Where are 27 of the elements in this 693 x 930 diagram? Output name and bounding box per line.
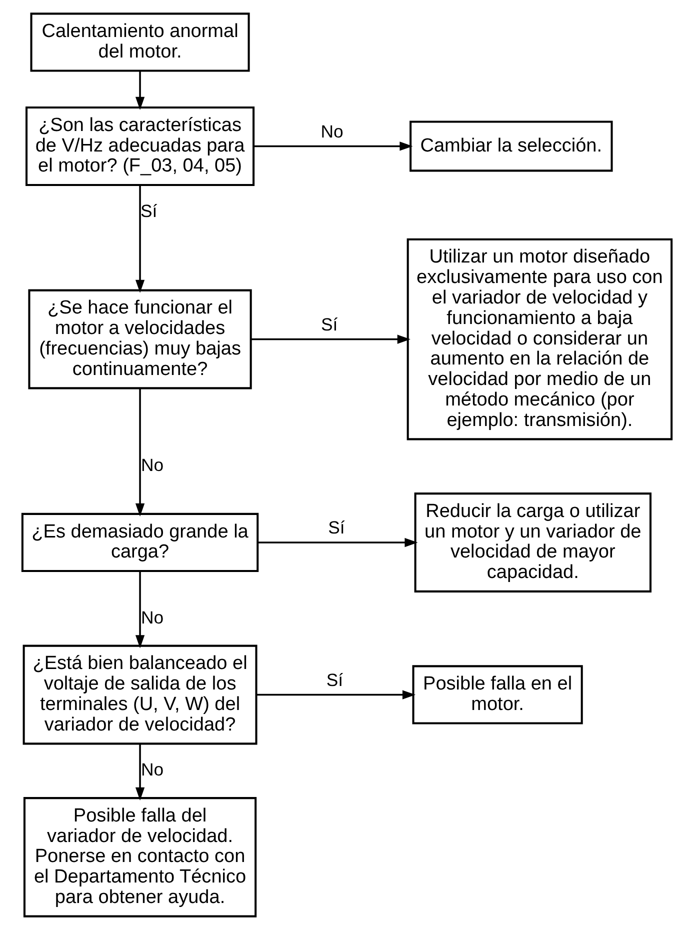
- arrow: [134, 388, 144, 516]
- node-box: Posible falla en el motor.: [412, 665, 582, 724]
- arrow: [134, 744, 144, 800]
- node-box: ¿Son las características de V/Hz adecuadas para el motor? (F_03, 04, 05): [25, 106, 254, 186]
- node-box: ¿Está bien balanceado el voltaje de salida de los terminales (U, V, W) del variador de velocidad?: [22, 644, 257, 745]
- edge-label: Sí: [326, 670, 343, 690]
- edge-label: No: [140, 454, 164, 475]
- arrow: [134, 185, 144, 293]
- node-box: ¿Es demasiado grande la carga?: [20, 512, 258, 572]
- node-box: Reducir la carga o utilizar un motor y un variador de velocidad de mayor capacidad.: [414, 492, 651, 592]
- edge-label: No: [320, 121, 343, 142]
- node-box: ¿Se hace funcionar el motor a velocidades (frecuencias) muy bajas continuamente?: [28, 289, 252, 390]
- node-box: Cambiar la selección.: [409, 120, 612, 172]
- edge-label: Sí: [140, 200, 157, 221]
- arrow: [257, 538, 418, 548]
- node-box: Calentamiento anormal del motor.: [30, 12, 250, 72]
- arrow: [134, 71, 144, 110]
- node-box: Posible falla del variador de velocidad. Ponerse en contacto con el Departamento Técnico para obtener ayuda.: [22, 797, 256, 918]
- arrow: [134, 571, 144, 648]
- arrow: [250, 334, 410, 344]
- arrow: [253, 142, 412, 151]
- node-box: Utilizar un motor diseñado exclusivamente para uso con el variador de velocidad y funcionamiento a baja velocidad o considerar un aumento en la relación de velocidad por medio de un método mecánico (por ejemplo: transmisión).: [406, 238, 672, 440]
- edge-label: No: [140, 759, 164, 780]
- edge-label: Sí: [328, 518, 344, 538]
- edge-label: No: [140, 607, 164, 628]
- arrow: [256, 690, 416, 700]
- edge-label: Sí: [320, 314, 338, 334]
